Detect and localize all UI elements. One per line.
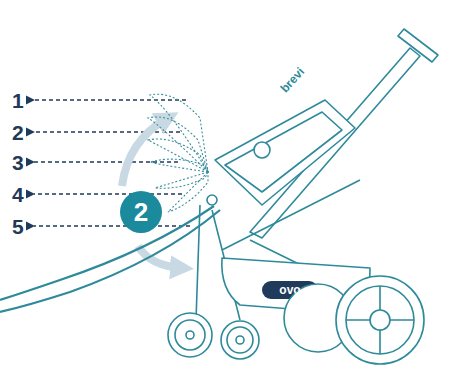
callout-number: 3 (12, 152, 24, 173)
callout-number: 2 (12, 122, 24, 143)
step-number: 2 (134, 199, 148, 225)
callout-number: 1 (12, 90, 24, 111)
callout-number: 4 (12, 184, 24, 205)
step-badge: 2 (120, 191, 162, 233)
product-logo: ovo (279, 284, 300, 296)
callout-number: 5 (12, 216, 24, 237)
brand-logo: brevi (278, 65, 306, 94)
